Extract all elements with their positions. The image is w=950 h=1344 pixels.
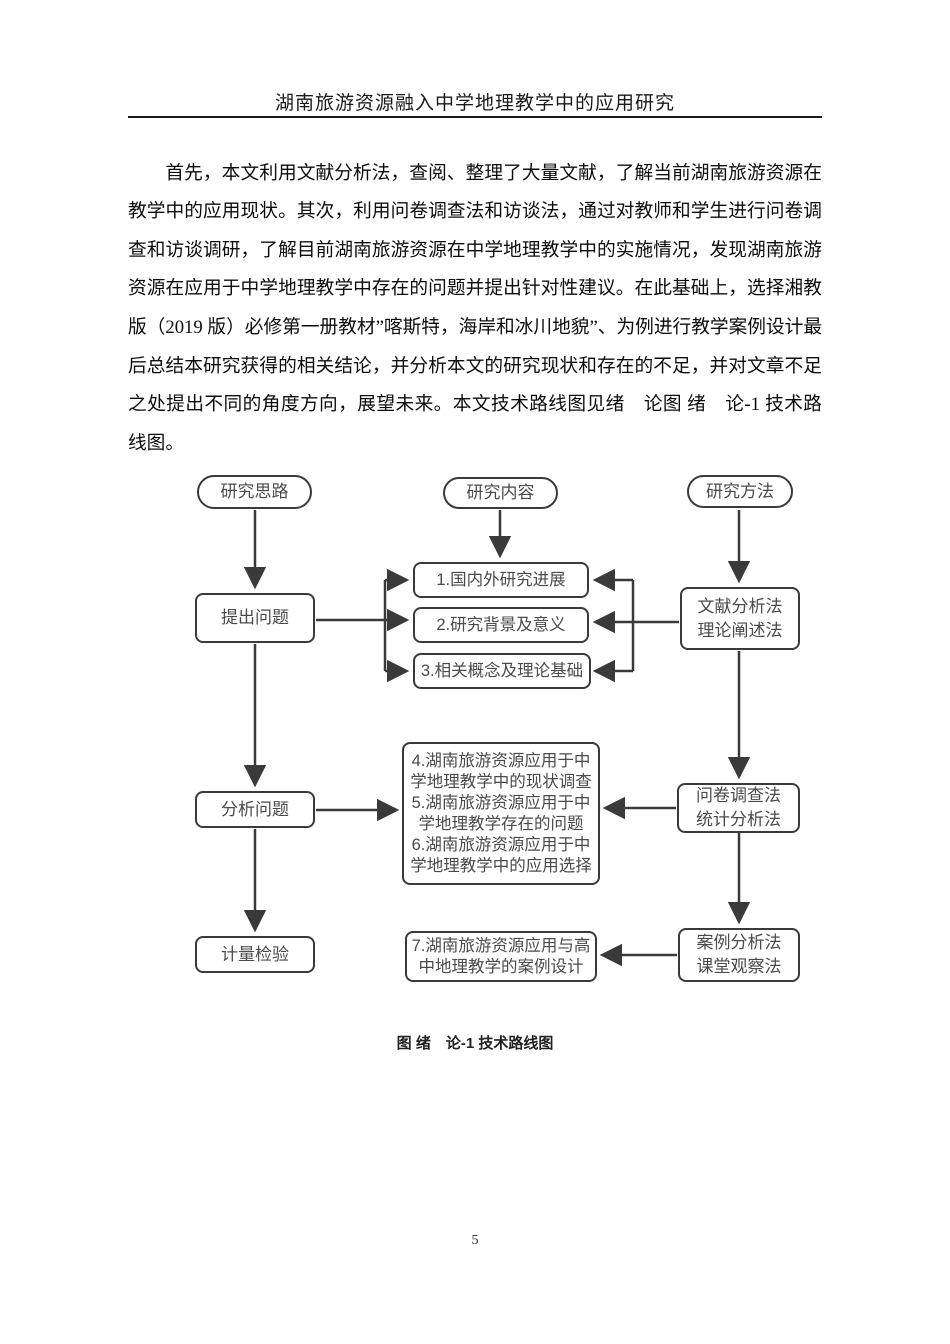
method-line: 文献分析法 (697, 596, 783, 616)
page-header-title: 湖南旅游资源融入中学地理教学中的应用研究 (274, 93, 675, 114)
page-number: 5 (471, 1233, 479, 1248)
flow-item-4: 4.湖南旅游资源应用于中学地理教学中的现状调查 (410, 751, 592, 791)
flow-node-method-case: 案例分析法 课堂观察法 (678, 928, 800, 982)
body-paragraph: 首先，本文利用文献分析法，查阅、整理了大量文献，了解当前湖南旅游资源在教学中的应… (128, 162, 823, 454)
method-line: 案例分析法 (696, 933, 782, 952)
flow-node-measure-test: 计量检验 (195, 936, 315, 973)
method-line: 问卷调查法 (696, 786, 781, 805)
flow-node-research-approach: 研究思路 (197, 475, 312, 509)
flow-node-item3: 3.相关概念及理论基础 (413, 653, 591, 689)
flow-node-analyze-question: 分析问题 (195, 791, 315, 828)
flow-node-items-456: 4.湖南旅游资源应用于中学地理教学中的现状调查 5.湖南旅游资源应用于中学地理教… (402, 742, 600, 885)
flow-item-5: 5.湖南旅游资源应用于中学地理教学存在的问题 (411, 793, 591, 833)
flow-node-research-method: 研究方法 (687, 475, 793, 508)
flow-node-item2: 2.研究背景及意义 (413, 607, 589, 643)
method-line: 统计分析法 (696, 810, 781, 829)
figure-caption: 图 绪 论-1 技术路线图 (396, 1035, 554, 1052)
flow-node-raise-question: 提出问题 (195, 593, 315, 643)
flow-node-research-content: 研究内容 (443, 477, 558, 509)
flow-node-item1: 1.国内外研究进展 (413, 562, 589, 598)
flow-node-method-survey: 问卷调查法 统计分析法 (677, 783, 800, 833)
header-rule (128, 116, 822, 118)
method-line: 理论阐述法 (697, 620, 783, 640)
flow-node-method-literature: 文献分析法 理论阐述法 (680, 587, 800, 650)
method-line: 课堂观察法 (696, 957, 782, 976)
flow-node-item7: 7.湖南旅游资源应用与高中地理教学的案例设计 (405, 931, 597, 982)
flow-item-6: 6.湖南旅游资源应用于中学地理教学中的应用选择 (410, 835, 592, 875)
